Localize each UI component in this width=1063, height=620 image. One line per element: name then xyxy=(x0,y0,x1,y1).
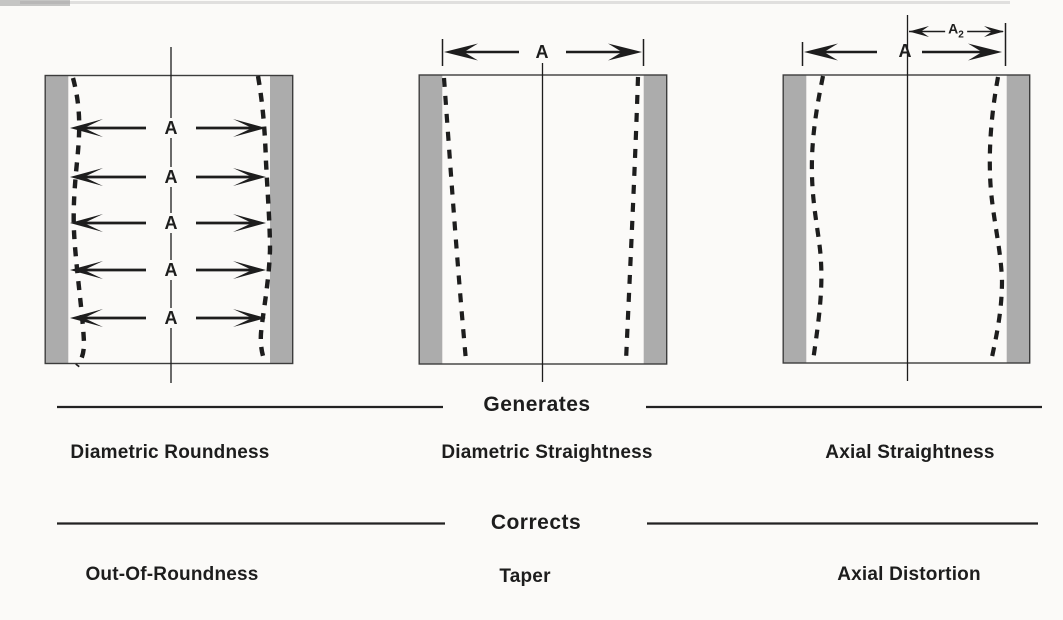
section-dividers xyxy=(57,405,1042,525)
arrow-row xyxy=(70,261,266,279)
corrects-label-taper: Taper xyxy=(499,566,551,587)
cylinder-outline xyxy=(782,74,1031,364)
cylinder-wall-band-right xyxy=(1006,75,1030,363)
cylinder-wall-band-right xyxy=(270,76,293,363)
distorted-bore-dashed-right xyxy=(987,76,1005,363)
distorted-bore-dashed-right xyxy=(255,75,273,364)
roundness-arrows xyxy=(70,119,266,327)
arrow-row xyxy=(70,168,266,186)
generates-label-diametric-roundness: Diametric Roundness xyxy=(70,442,270,463)
cylinder-wall-band-left xyxy=(419,75,443,364)
arrow-label-A: A xyxy=(160,167,182,187)
distorted-bore-dashed-left xyxy=(70,77,87,368)
generates-label-axial-straightness: Axial Straightness xyxy=(825,442,995,463)
cylinder-wall-band-right xyxy=(643,75,667,364)
section-title-generates: Generates xyxy=(483,393,591,416)
panel-diametric-straightness xyxy=(418,39,668,382)
arrow-row xyxy=(70,214,266,232)
corrects-label-axial-distortion: Axial Distortion xyxy=(837,564,981,585)
arrow-label-A: A xyxy=(160,260,182,280)
cylinder-wall-band-left xyxy=(783,75,807,363)
arrow-row xyxy=(70,309,266,327)
dimension-label-A: A xyxy=(535,42,549,62)
panel-axial-straightness xyxy=(782,15,1031,381)
cylinder-wall-band-left xyxy=(45,76,69,363)
dimension-A2 xyxy=(909,23,1007,66)
dimension-A xyxy=(801,42,1002,66)
corrects-label-out-of-roundness: Out-Of-Roundness xyxy=(85,564,259,585)
arrow-label-A: A xyxy=(160,308,182,328)
tapered-bore-dashed-right xyxy=(623,76,641,362)
section-title-corrects: Corrects xyxy=(490,511,582,534)
arrow-row xyxy=(70,119,266,137)
distorted-bore-dashed-left xyxy=(809,75,826,362)
panel-diametric-roundness xyxy=(44,47,294,383)
cylinder-outline xyxy=(44,74,294,365)
tapered-bore-dashed-left xyxy=(441,77,469,362)
dimension-A xyxy=(441,39,645,66)
generates-label-diametric-straightness: Diametric Straightness xyxy=(441,442,653,463)
dimension-label-A: A xyxy=(898,41,912,61)
dimension-label-A2: A2 xyxy=(945,21,967,41)
arrow-label-A: A xyxy=(160,213,182,233)
arrow-label-A: A xyxy=(160,118,182,138)
